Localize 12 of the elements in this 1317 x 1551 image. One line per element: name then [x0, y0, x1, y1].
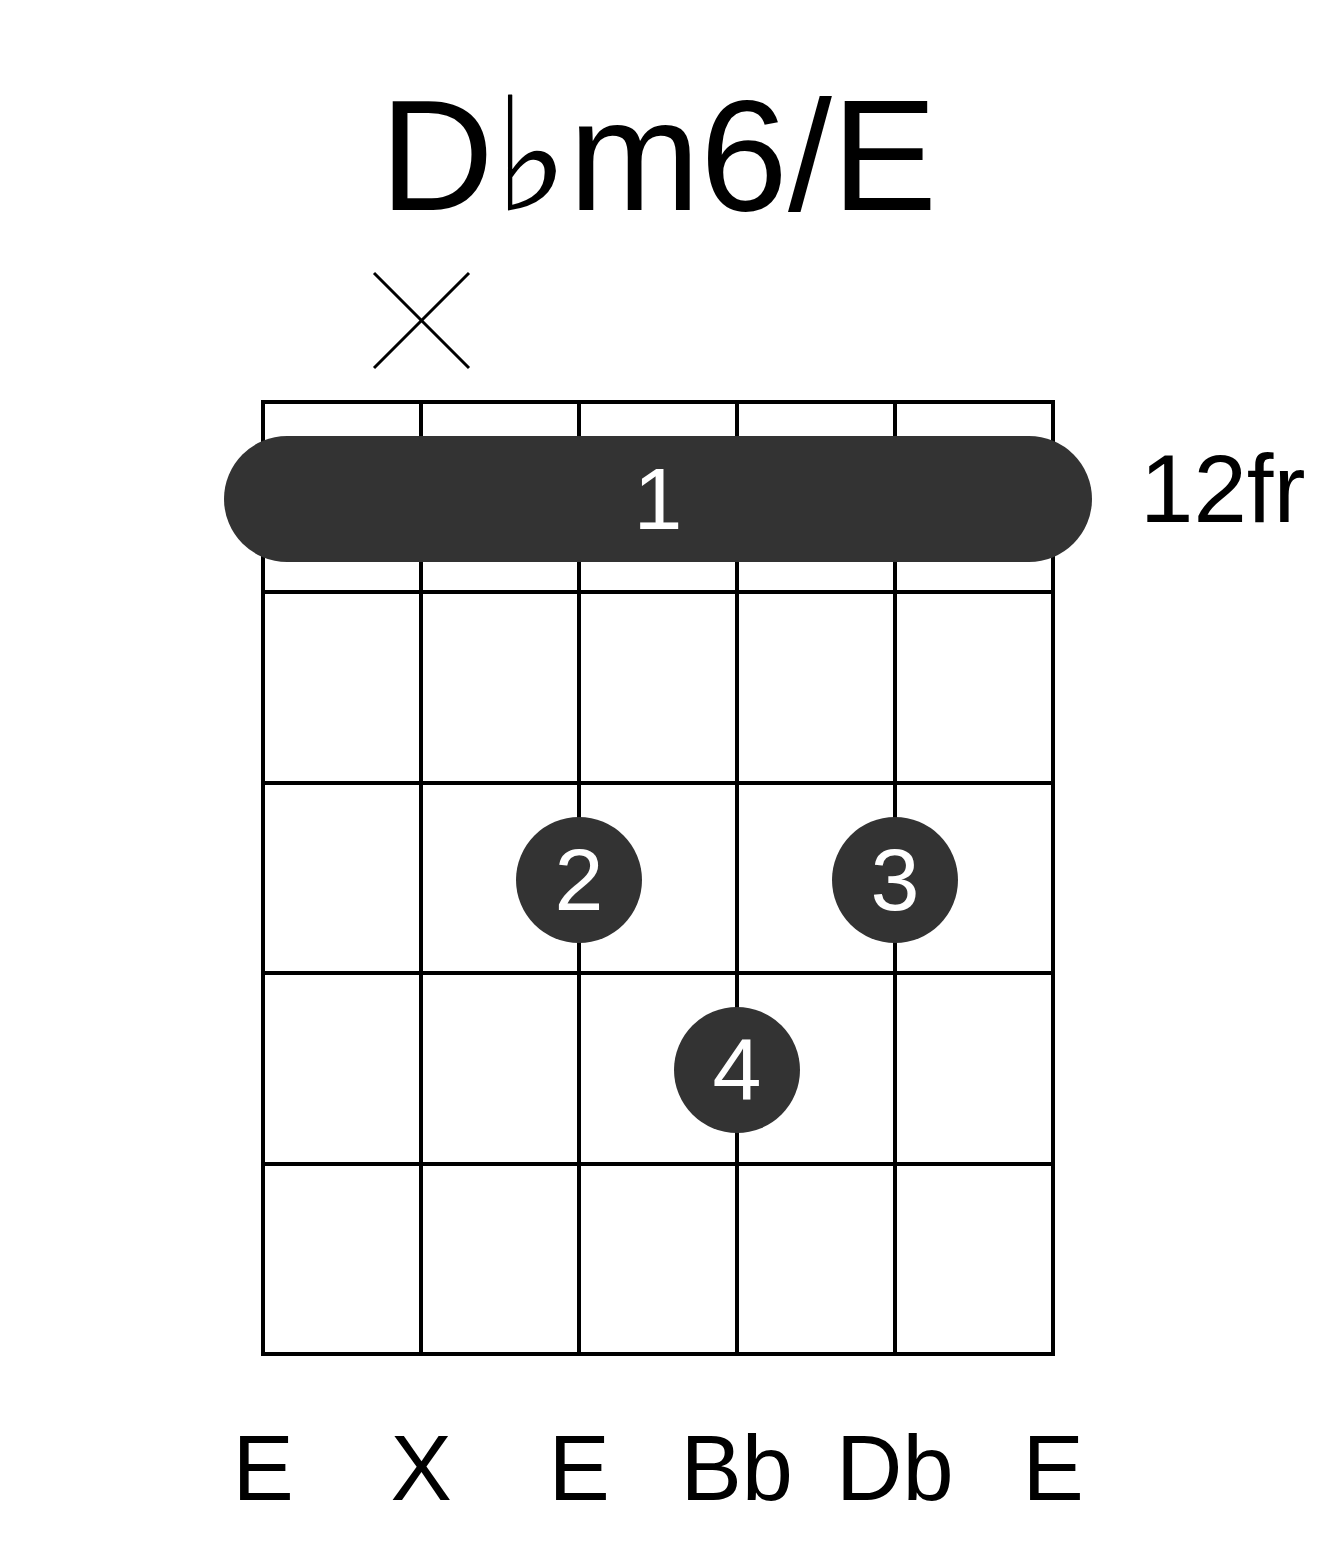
string-note: E [1022, 1422, 1084, 1514]
string-note: Bb [680, 1422, 794, 1514]
fret-number: 12fr [1140, 441, 1306, 537]
string-note: E [548, 1422, 610, 1514]
string-note: E [232, 1422, 294, 1514]
finger-number: 2 [554, 836, 604, 924]
finger-number: 1 [633, 455, 683, 543]
finger-number: 4 [712, 1026, 762, 1114]
string-note: X [390, 1422, 452, 1514]
string-note: Db [836, 1422, 954, 1514]
chord-title: D♭m6/E [379, 76, 938, 234]
finger-number: 3 [870, 836, 920, 924]
